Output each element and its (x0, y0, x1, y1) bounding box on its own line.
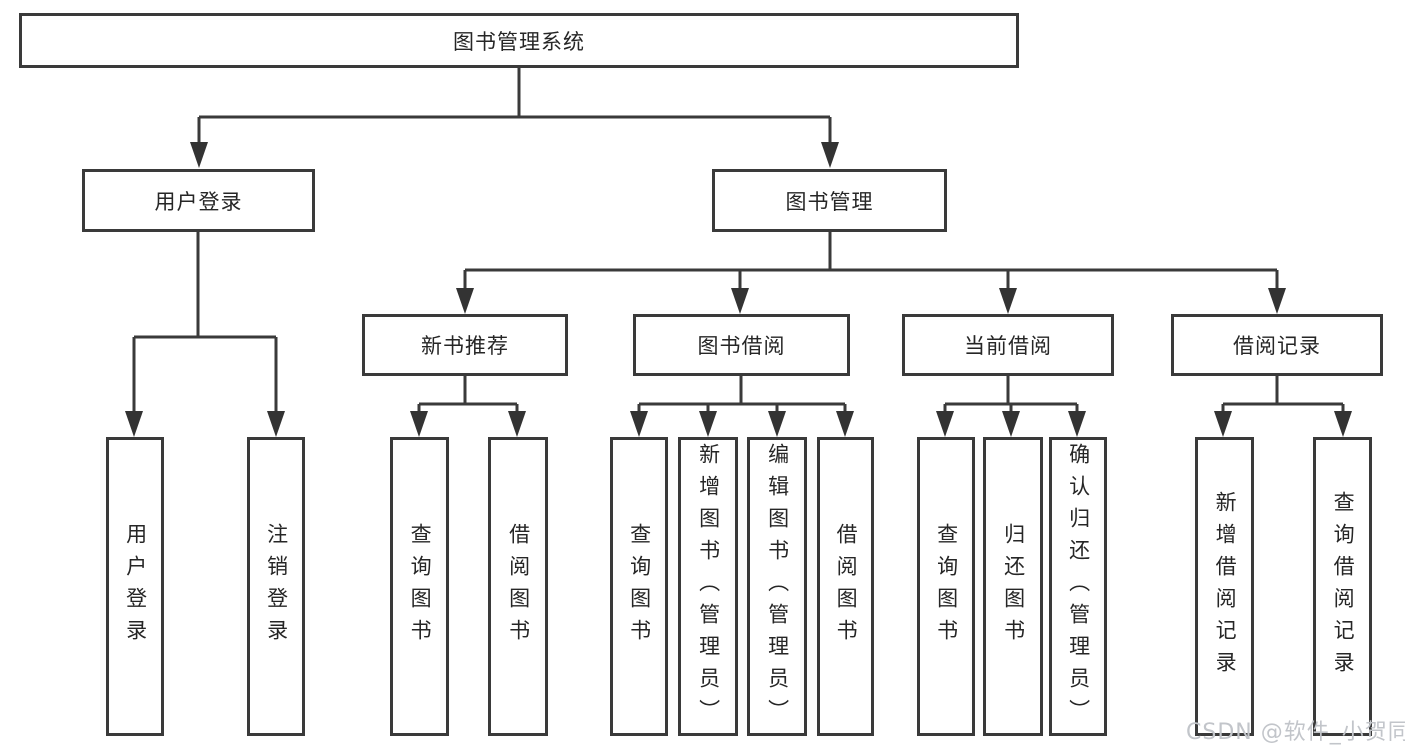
leaf-user-login-label: 用户登录 (123, 522, 148, 651)
leaf-query-books-current: 查询图书 (917, 437, 975, 736)
arrowheads (125, 142, 1352, 437)
leaf-confirm-return-admin-label: 确认归还（管理员） (1066, 442, 1091, 731)
leaf-borrow-books: 借阅图书 (817, 437, 874, 736)
leaf-add-book-admin: 新增图书（管理员） (678, 437, 738, 736)
leaf-add-borrow-record: 新增借阅记录 (1195, 437, 1254, 736)
leaf-add-borrow-record-label: 新增借阅记录 (1213, 490, 1238, 683)
leaf-borrow-books-recommend-label: 借阅图书 (506, 522, 531, 651)
leaf-edit-book-admin-label: 编辑图书（管理员） (765, 442, 790, 731)
node-user-login: 用户登录 (82, 169, 315, 232)
connector-root (197, 68, 832, 143)
leaf-add-book-admin-label: 新增图书（管理员） (696, 442, 721, 731)
node-current-borrowing: 当前借阅 (902, 314, 1114, 376)
connector-current-borrowing (943, 376, 1079, 412)
leaf-return-books: 归还图书 (983, 437, 1043, 736)
connector-borrowing-records (1221, 376, 1345, 412)
leaf-borrow-books-label: 借阅图书 (834, 522, 859, 651)
leaf-query-borrow-record-label: 查询借阅记录 (1331, 490, 1356, 683)
node-book-management: 图书管理 (712, 169, 947, 232)
leaf-return-books-label: 归还图书 (1001, 522, 1026, 651)
leaf-query-books-recommend-label: 查询图书 (408, 522, 433, 651)
node-borrowing-records: 借阅记录 (1171, 314, 1383, 376)
leaf-confirm-return-admin: 确认归还（管理员） (1049, 437, 1107, 736)
leaf-query-books-current-label: 查询图书 (934, 522, 959, 651)
leaf-user-login: 用户登录 (106, 437, 164, 736)
connector-book-borrowing (637, 376, 847, 412)
leaf-query-borrow-record: 查询借阅记录 (1313, 437, 1372, 736)
leaf-query-books-borrow: 查询图书 (610, 437, 668, 736)
connector-new-book-recommendation (417, 376, 519, 412)
leaf-query-books-recommend: 查询图书 (390, 437, 449, 736)
node-new-book-recommendation: 新书推荐 (362, 314, 568, 376)
leaf-edit-book-admin: 编辑图书（管理员） (747, 437, 807, 736)
connector-user-login (132, 232, 278, 412)
leaf-borrow-books-recommend: 借阅图书 (488, 437, 548, 736)
node-book-borrowing: 图书借阅 (633, 314, 850, 376)
leaf-logout-label: 注销登录 (264, 522, 289, 651)
leaf-logout: 注销登录 (247, 437, 305, 736)
csdn-watermark: CSDN @软件_小贺同学 (1186, 720, 1405, 745)
connector-book-management (463, 232, 1279, 289)
leaf-query-books-borrow-label: 查询图书 (627, 522, 652, 651)
node-library-management-system: 图书管理系统 (19, 13, 1019, 68)
